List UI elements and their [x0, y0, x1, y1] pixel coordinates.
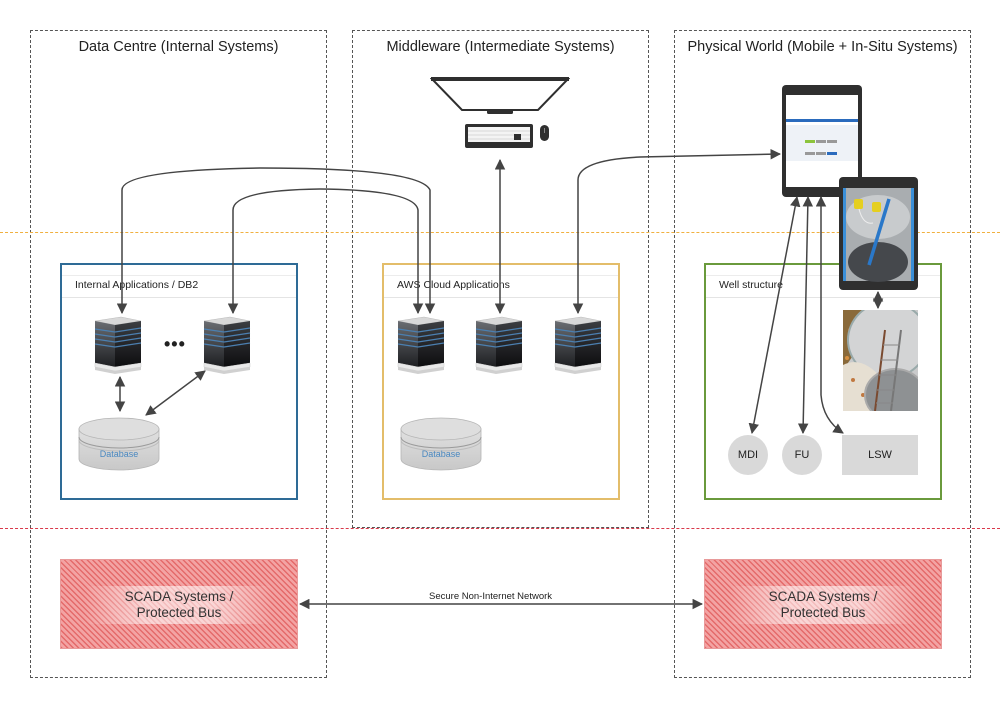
workstation-icon	[430, 77, 570, 148]
node-label: LSW	[868, 449, 892, 461]
zone-title: Data Centre (Internal Systems)	[78, 39, 279, 55]
database-label: Database	[99, 449, 139, 459]
secure-boundary-line	[0, 528, 1000, 529]
connector-aws-tablet	[572, 148, 782, 315]
connector-internal1-aws	[116, 167, 436, 315]
group-label: AWS Cloud Applications	[397, 279, 510, 291]
secure-network-label: Secure Non-Internet Network	[429, 591, 553, 602]
ellipsis-more-servers: •••	[164, 334, 186, 354]
node-fu: FU	[782, 435, 822, 475]
zone-data-centre: Data Centre (Internal Systems)	[30, 30, 327, 678]
connector-internal2-aws	[227, 188, 424, 315]
connector-tablet-lsw	[815, 195, 844, 434]
scada-left: SCADA Systems / Protected Bus	[60, 559, 298, 649]
zone-title: Middleware (Intermediate Systems)	[386, 39, 615, 55]
scada-label: SCADA Systems / Protected Bus	[705, 586, 941, 624]
tablet-app-icon	[782, 85, 862, 197]
connector-tablet-mdi	[748, 195, 801, 435]
zone-physical-world: Physical World (Mobile + In-Situ Systems…	[674, 30, 971, 678]
tablet-sensor-photo-icon	[839, 177, 918, 290]
zone-title: Physical World (Mobile + In-Situ Systems…	[687, 39, 958, 55]
node-mdi: MDI	[728, 435, 768, 475]
group-label: Internal Applications / DB2	[75, 279, 199, 291]
node-label: MDI	[737, 449, 759, 461]
scada-label: SCADA Systems / Protected Bus	[61, 586, 297, 624]
database-aws: Database	[399, 413, 483, 473]
database-label: Database	[421, 449, 461, 459]
scada-right: SCADA Systems / Protected Bus	[704, 559, 942, 649]
database-internal: Database	[77, 413, 161, 473]
connector-tablet-fu	[797, 195, 814, 435]
node-lsw: LSW	[842, 435, 918, 475]
node-label: FU	[794, 449, 810, 461]
well-ladder-photo	[843, 310, 918, 411]
group-header: Internal Applications / DB2	[62, 275, 296, 298]
connector-db-server2	[145, 370, 206, 416]
